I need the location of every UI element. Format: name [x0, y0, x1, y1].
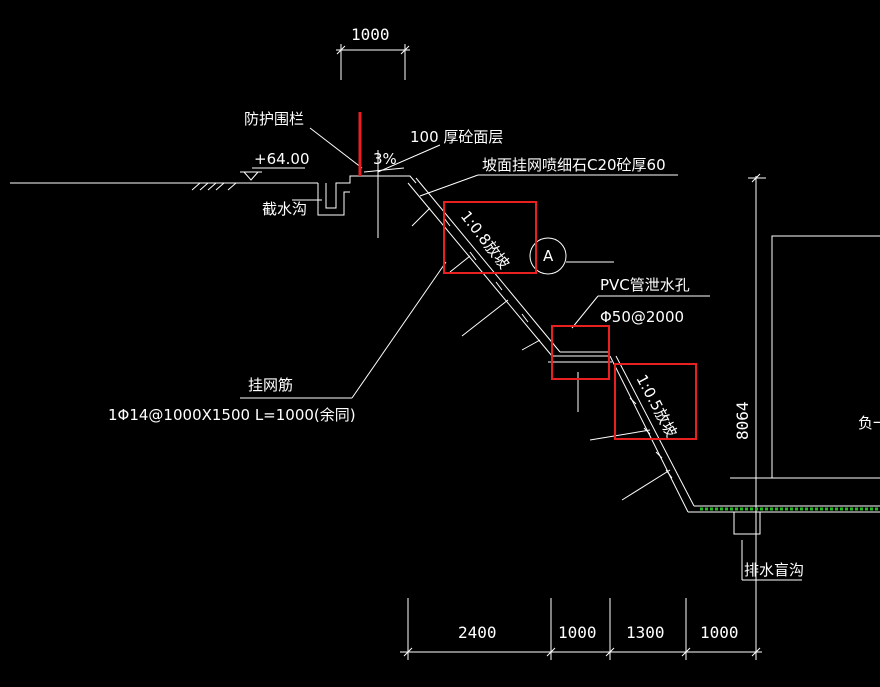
slope-spray-label: 坡面挂网喷细石C20砼厚60	[482, 156, 666, 174]
drain-ditch-label: 排水盲沟	[744, 561, 804, 579]
basement-label: 负一	[858, 414, 880, 432]
pvc-pipe-label: PVC管泄水孔	[600, 276, 690, 294]
gradient-label: 3%	[373, 150, 397, 168]
bottom-dim-3: 1300	[626, 623, 665, 642]
height-dimension: 8064	[733, 401, 752, 440]
bottom-dim-4: 1000	[700, 623, 739, 642]
mesh-spec-label: 1Φ14@1000X1500 L=1000(余同)	[108, 406, 356, 424]
highlight-box-lower-slope	[614, 363, 697, 440]
pvc-spacing-label: Φ50@2000	[600, 308, 684, 326]
concrete-surface-label: 100 厚砼面层	[410, 128, 503, 146]
guardrail-label: 防护围栏	[244, 110, 304, 128]
bottom-dim-2: 1000	[558, 623, 597, 642]
highlight-box-upper-slope	[443, 201, 537, 274]
highlight-box-pvc	[551, 325, 610, 380]
bottom-dim-1: 2400	[458, 623, 497, 642]
upper-slope-ratio: 1:0.8放坡	[457, 207, 513, 272]
top-dimension: 1000	[351, 25, 390, 44]
detail-marker: A	[543, 247, 554, 265]
intercept-ditch-label: 截水沟	[262, 200, 307, 218]
lower-slope-ratio: 1:0.5放坡	[632, 371, 680, 440]
elevation-label: +64.00	[254, 150, 310, 168]
mesh-bar-label: 挂网筋	[248, 376, 293, 394]
